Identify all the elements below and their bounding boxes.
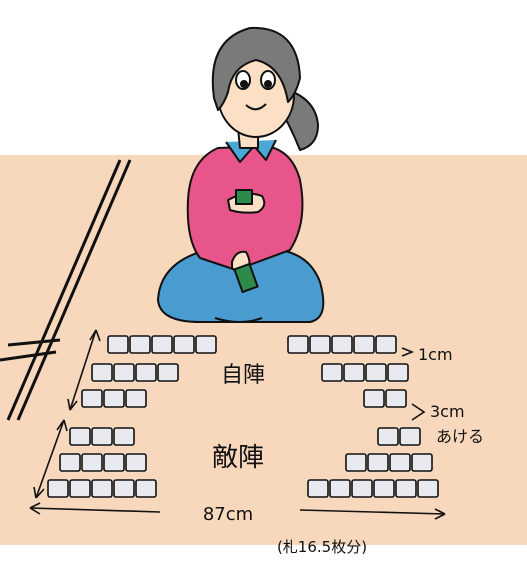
karuta-card [103, 389, 125, 408]
karuta-card [377, 427, 399, 446]
karuta-card [353, 335, 375, 354]
karuta-card [343, 363, 365, 382]
karuta-card [103, 453, 125, 472]
width-label: 87cm [203, 504, 253, 525]
karuta-card [107, 335, 129, 354]
karuta-card [91, 427, 113, 446]
karuta-card [367, 453, 389, 472]
karuta-card [91, 479, 113, 498]
karuta-card [125, 453, 147, 472]
karuta-card [321, 363, 343, 382]
karuta-card [59, 453, 81, 472]
karuta-card [395, 479, 417, 498]
karuta-card [389, 453, 411, 472]
karuta-card [363, 389, 385, 408]
karuta-card [47, 479, 69, 498]
width-note: (札16.5枚分) [277, 538, 367, 556]
karuta-card [195, 335, 217, 354]
karuta-card [135, 479, 157, 498]
karuta-card [157, 363, 179, 382]
karuta-card [387, 363, 409, 382]
karuta-card [69, 479, 91, 498]
karuta-card [69, 427, 91, 446]
row-gap-label: 1cm [418, 345, 453, 364]
karuta-card [113, 479, 135, 498]
karuta-card [417, 479, 439, 498]
karuta-card [129, 335, 151, 354]
karuta-card [151, 335, 173, 354]
karuta-card [329, 479, 351, 498]
bottom-strip [0, 545, 527, 571]
karuta-card [399, 427, 421, 446]
karuta-card [81, 453, 103, 472]
karuta-card [373, 479, 395, 498]
side-gap-note: あける [436, 427, 484, 446]
karuta-card [125, 389, 147, 408]
karuta-card [135, 363, 157, 382]
karuta-card [91, 363, 113, 382]
karuta-card [345, 453, 367, 472]
karuta-card [309, 335, 331, 354]
dimension-lines [29, 329, 446, 520]
enemy-side-label: 敵陣 [212, 443, 264, 473]
karuta-card [365, 363, 387, 382]
karuta-card [81, 389, 103, 408]
tatami-border [0, 159, 132, 421]
karuta-card [351, 479, 373, 498]
karuta-card [385, 389, 407, 408]
girl-figure [157, 26, 325, 323]
card-layout [47, 335, 439, 498]
karuta-card [411, 453, 433, 472]
karuta-card [287, 335, 309, 354]
karuta-card [375, 335, 397, 354]
karuta-card [113, 363, 135, 382]
karuta-card [173, 335, 195, 354]
karuta-card [307, 479, 329, 498]
own-side-label: 自陣 [221, 363, 265, 388]
side-gap-label: 3cm [430, 402, 465, 421]
karuta-card [113, 427, 135, 446]
karuta-card [331, 335, 353, 354]
